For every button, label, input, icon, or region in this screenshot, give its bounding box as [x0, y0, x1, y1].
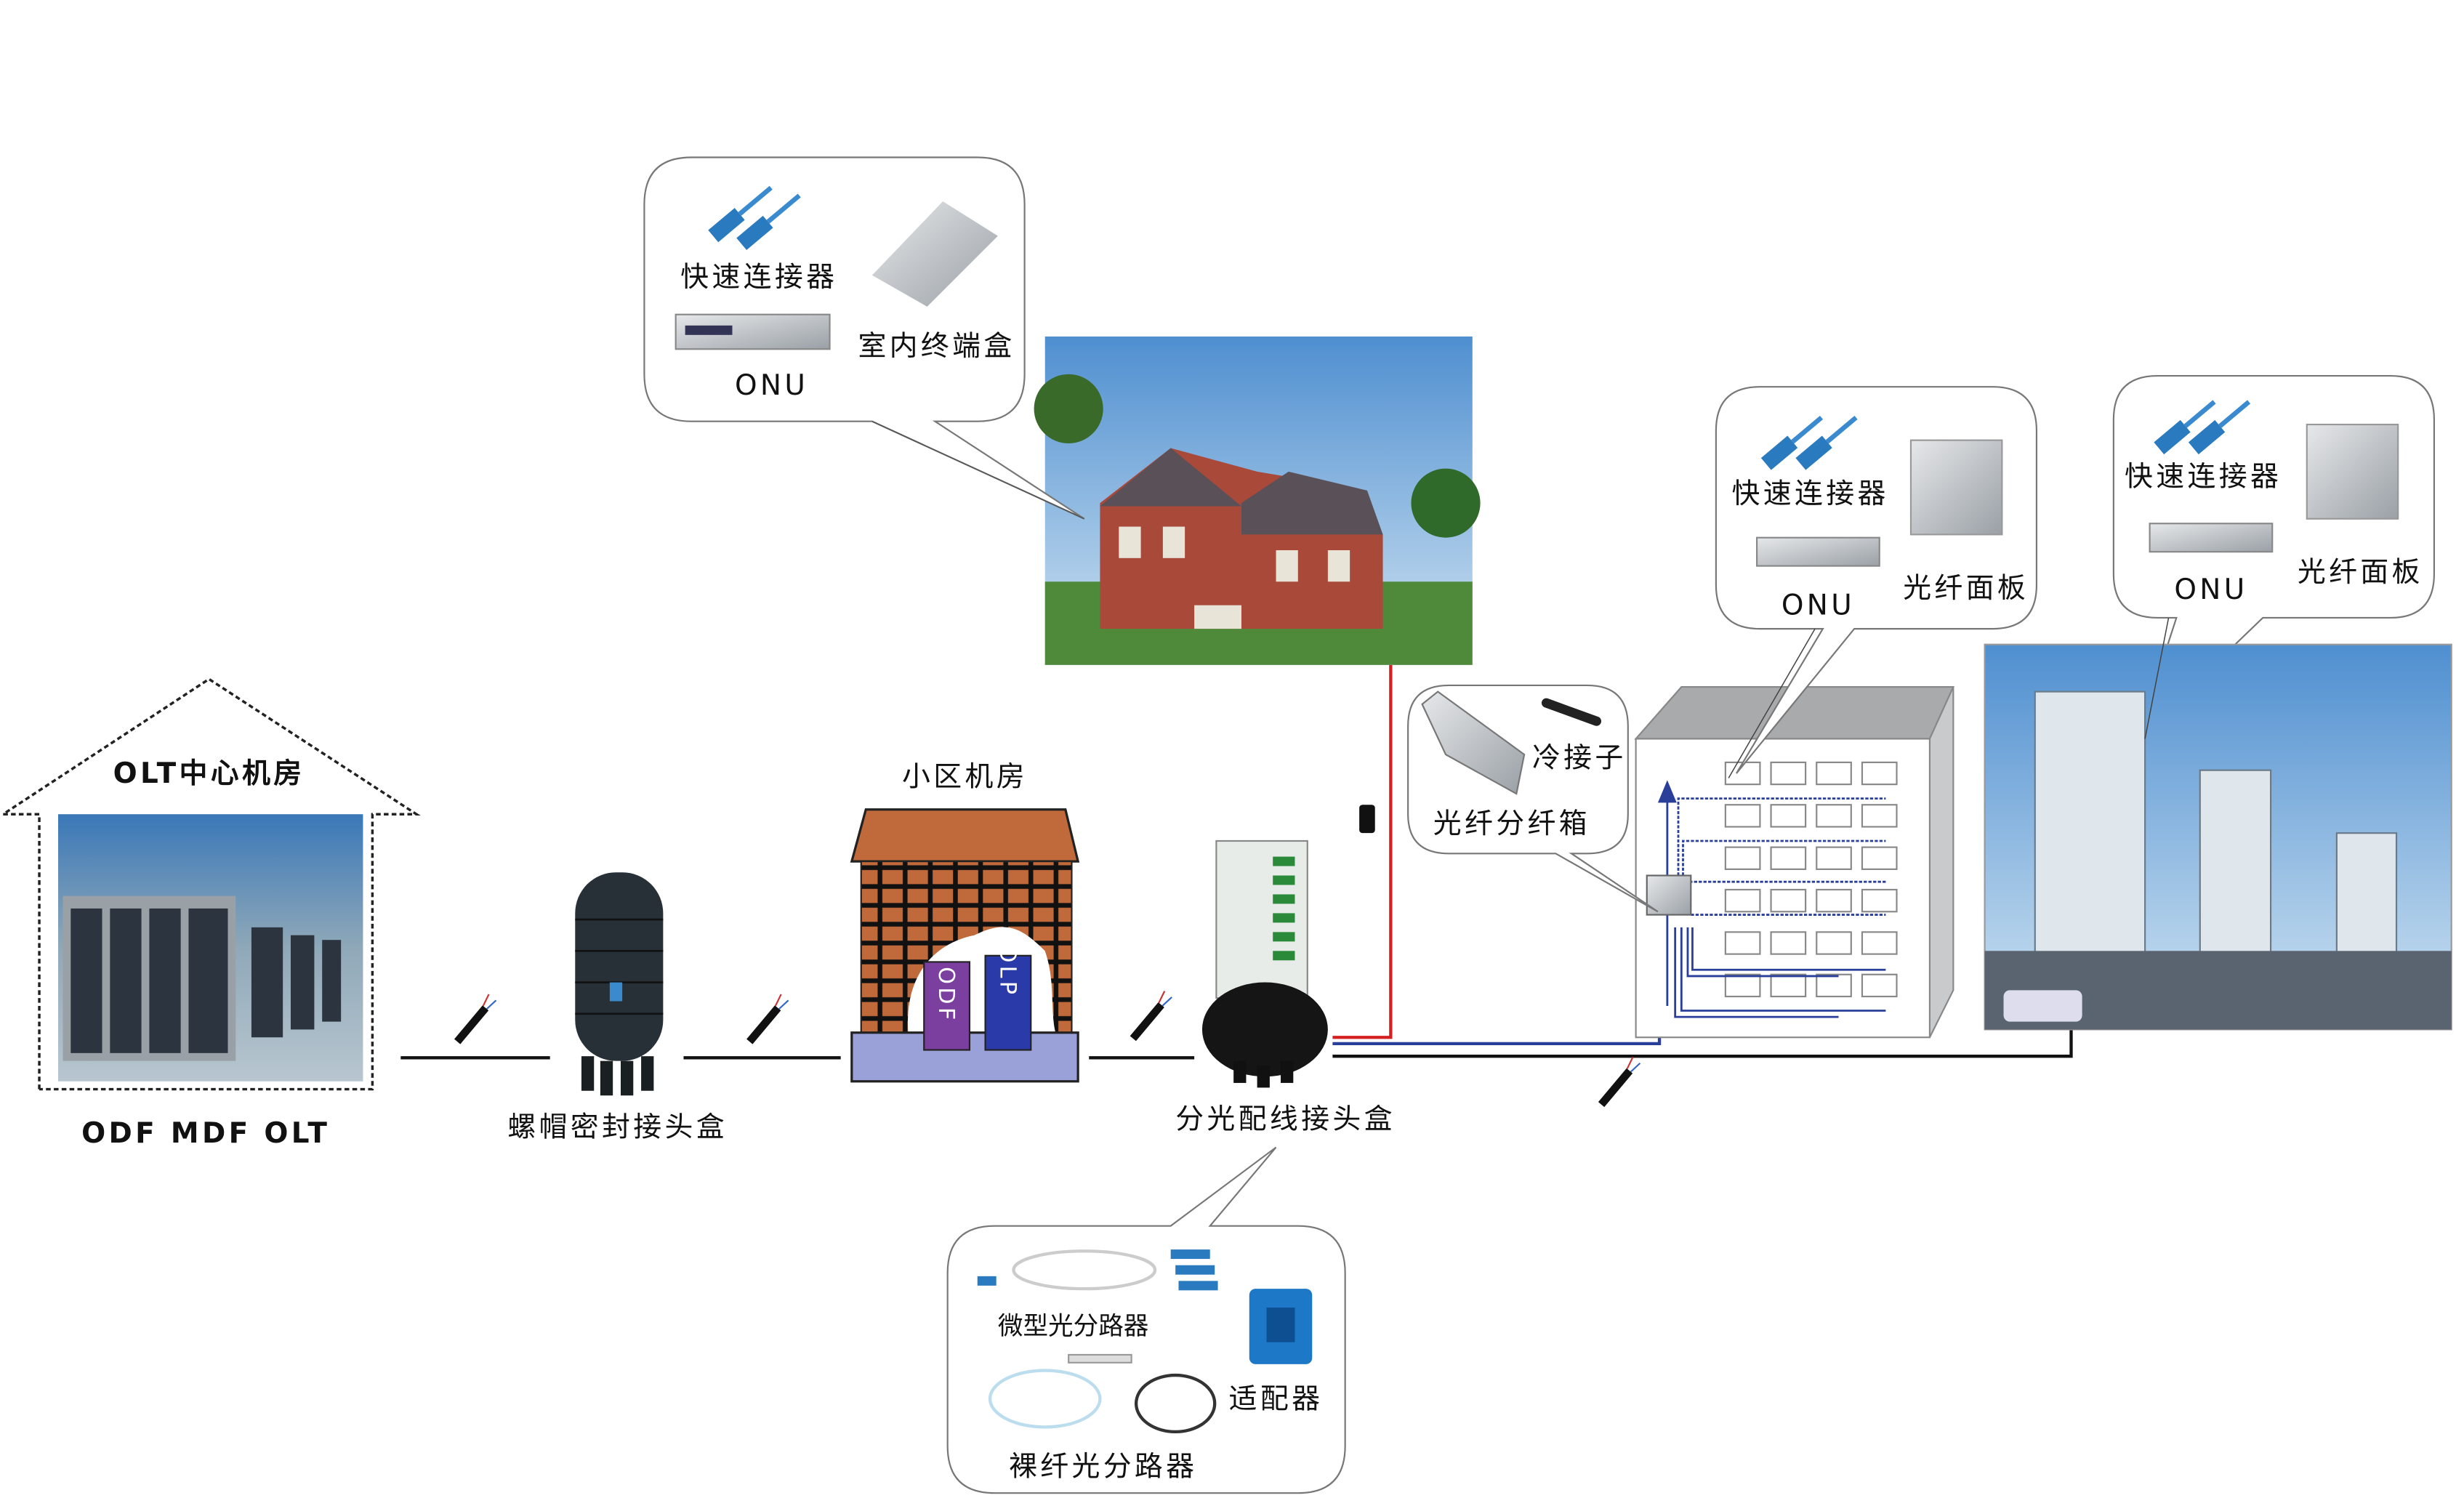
apartment-unit: [1724, 888, 1761, 913]
apartment-unit: [1816, 888, 1852, 913]
olt-center: OLT中心机房 ODF MDF OLT: [0, 677, 421, 1150]
splitter-closure-label: 分光配线接头盒: [1175, 1103, 1396, 1136]
apartment-unit: [1816, 804, 1852, 828]
villa-callout-pointer: [871, 421, 1085, 520]
apartment-unit: [1724, 973, 1761, 998]
building2-connector-label: 快速连接器: [2125, 460, 2282, 493]
closure-label: 螺帽密封接头盒: [507, 1111, 728, 1143]
olp-label: OLP: [994, 945, 1020, 997]
building-callout-1: 快速连接器 光纤面板 ONU: [1715, 386, 2038, 774]
apartment-unit: [1861, 973, 1898, 998]
callout-pointer-lines: [1728, 617, 2170, 778]
splitter-closure-icon: [1201, 839, 1328, 1088]
adapter-label: 适配器: [1229, 1382, 1324, 1415]
building1-connector-label: 快速连接器: [1732, 478, 1889, 510]
building-feeder-cable: [1332, 919, 1662, 1046]
apartment-unit: [1861, 804, 1898, 828]
apartment-unit: [1816, 761, 1852, 786]
onu-icon: [2149, 523, 2274, 553]
apartment-unit: [1861, 931, 1898, 955]
terminal-box-icon: [871, 201, 998, 307]
odf-label: ODF: [933, 967, 959, 1023]
high-rise-photo: [1984, 643, 2452, 1031]
apartment-units: [1724, 761, 1898, 998]
cold-splice-label: 冷接子: [1532, 741, 1627, 774]
bare-splitter-label: 裸纤光分路器: [1009, 1450, 1197, 1483]
onu-icon: [1756, 536, 1880, 567]
micro-splitter-label: 微型光分路器: [998, 1312, 1148, 1341]
apartment-unit: [1724, 804, 1761, 828]
trunk-cable: [400, 1021, 2073, 1060]
apartment-unit: [1816, 973, 1852, 998]
apartment-unit: [1770, 804, 1807, 828]
dome-closure-icon: [575, 872, 664, 1096]
apartment-unit: [1770, 846, 1807, 870]
villa-onu-label: ONU: [735, 369, 808, 402]
olt-center-caption: ODF MDF OLT: [81, 1117, 330, 1150]
olt-center-title: OLT中心机房: [113, 757, 305, 790]
olt-house-outline: [0, 677, 421, 1091]
building1-panel-label: 光纤面板: [1903, 572, 2029, 605]
building2-panel-label: 光纤面板: [2298, 556, 2423, 589]
apartment-building-diagram: [1634, 686, 1955, 1039]
olp-cabinet: [984, 954, 1032, 1051]
onu-icon: [675, 313, 831, 350]
fiber-panel-icon: [1909, 439, 2003, 536]
villa-terminal-box-label: 室内终端盒: [858, 330, 1015, 363]
distribution-callout: 冷接子 光纤分纤箱: [1407, 684, 1659, 913]
building2-onu-label: ONU: [2174, 573, 2247, 606]
apartment-unit: [1770, 888, 1807, 913]
community-room-building: ODF OLP: [850, 808, 1080, 1083]
splitter-callout: 微型光分路器 适配器 裸纤光分路器: [946, 1146, 1346, 1494]
apartment-unit: [1816, 846, 1852, 870]
apartment-unit: [1770, 931, 1807, 955]
villa-connector-label: 快速连接器: [680, 261, 837, 294]
fiber-cable-icon: [454, 991, 1641, 1108]
fiber-panel-icon: [2306, 423, 2399, 520]
building1-onu-label: ONU: [1781, 589, 1855, 622]
server-room-photo: [57, 814, 363, 1082]
apartment-unit: [1770, 761, 1807, 786]
fast-connector-icon: [708, 185, 773, 243]
villa-callout: 快速连接器 室内终端盒 ONU: [643, 156, 1085, 520]
adapter-icon: [1249, 1289, 1313, 1364]
villa-photo: [1034, 336, 1481, 665]
apartment-unit: [1861, 761, 1898, 786]
apartment-unit: [1861, 846, 1898, 870]
bare-fiber-splitter-icon: [988, 1353, 1217, 1434]
micro-splitter-icon: [1012, 1249, 1157, 1291]
apartment-unit: [1816, 931, 1852, 955]
fiber-box-label: 光纤分纤箱: [1433, 808, 1590, 840]
community-room-title: 小区机房: [902, 760, 1028, 793]
apartment-unit: [1724, 846, 1761, 870]
fiber-box-icon: [1421, 690, 1526, 795]
odf-cabinet: [923, 961, 971, 1051]
villa-drop-cable: [1332, 664, 1393, 1039]
cold-splice-icon: [1541, 698, 1602, 726]
apartment-unit: [1861, 888, 1898, 913]
apartment-unit: [1724, 931, 1761, 955]
apartment-unit: [1770, 973, 1807, 998]
